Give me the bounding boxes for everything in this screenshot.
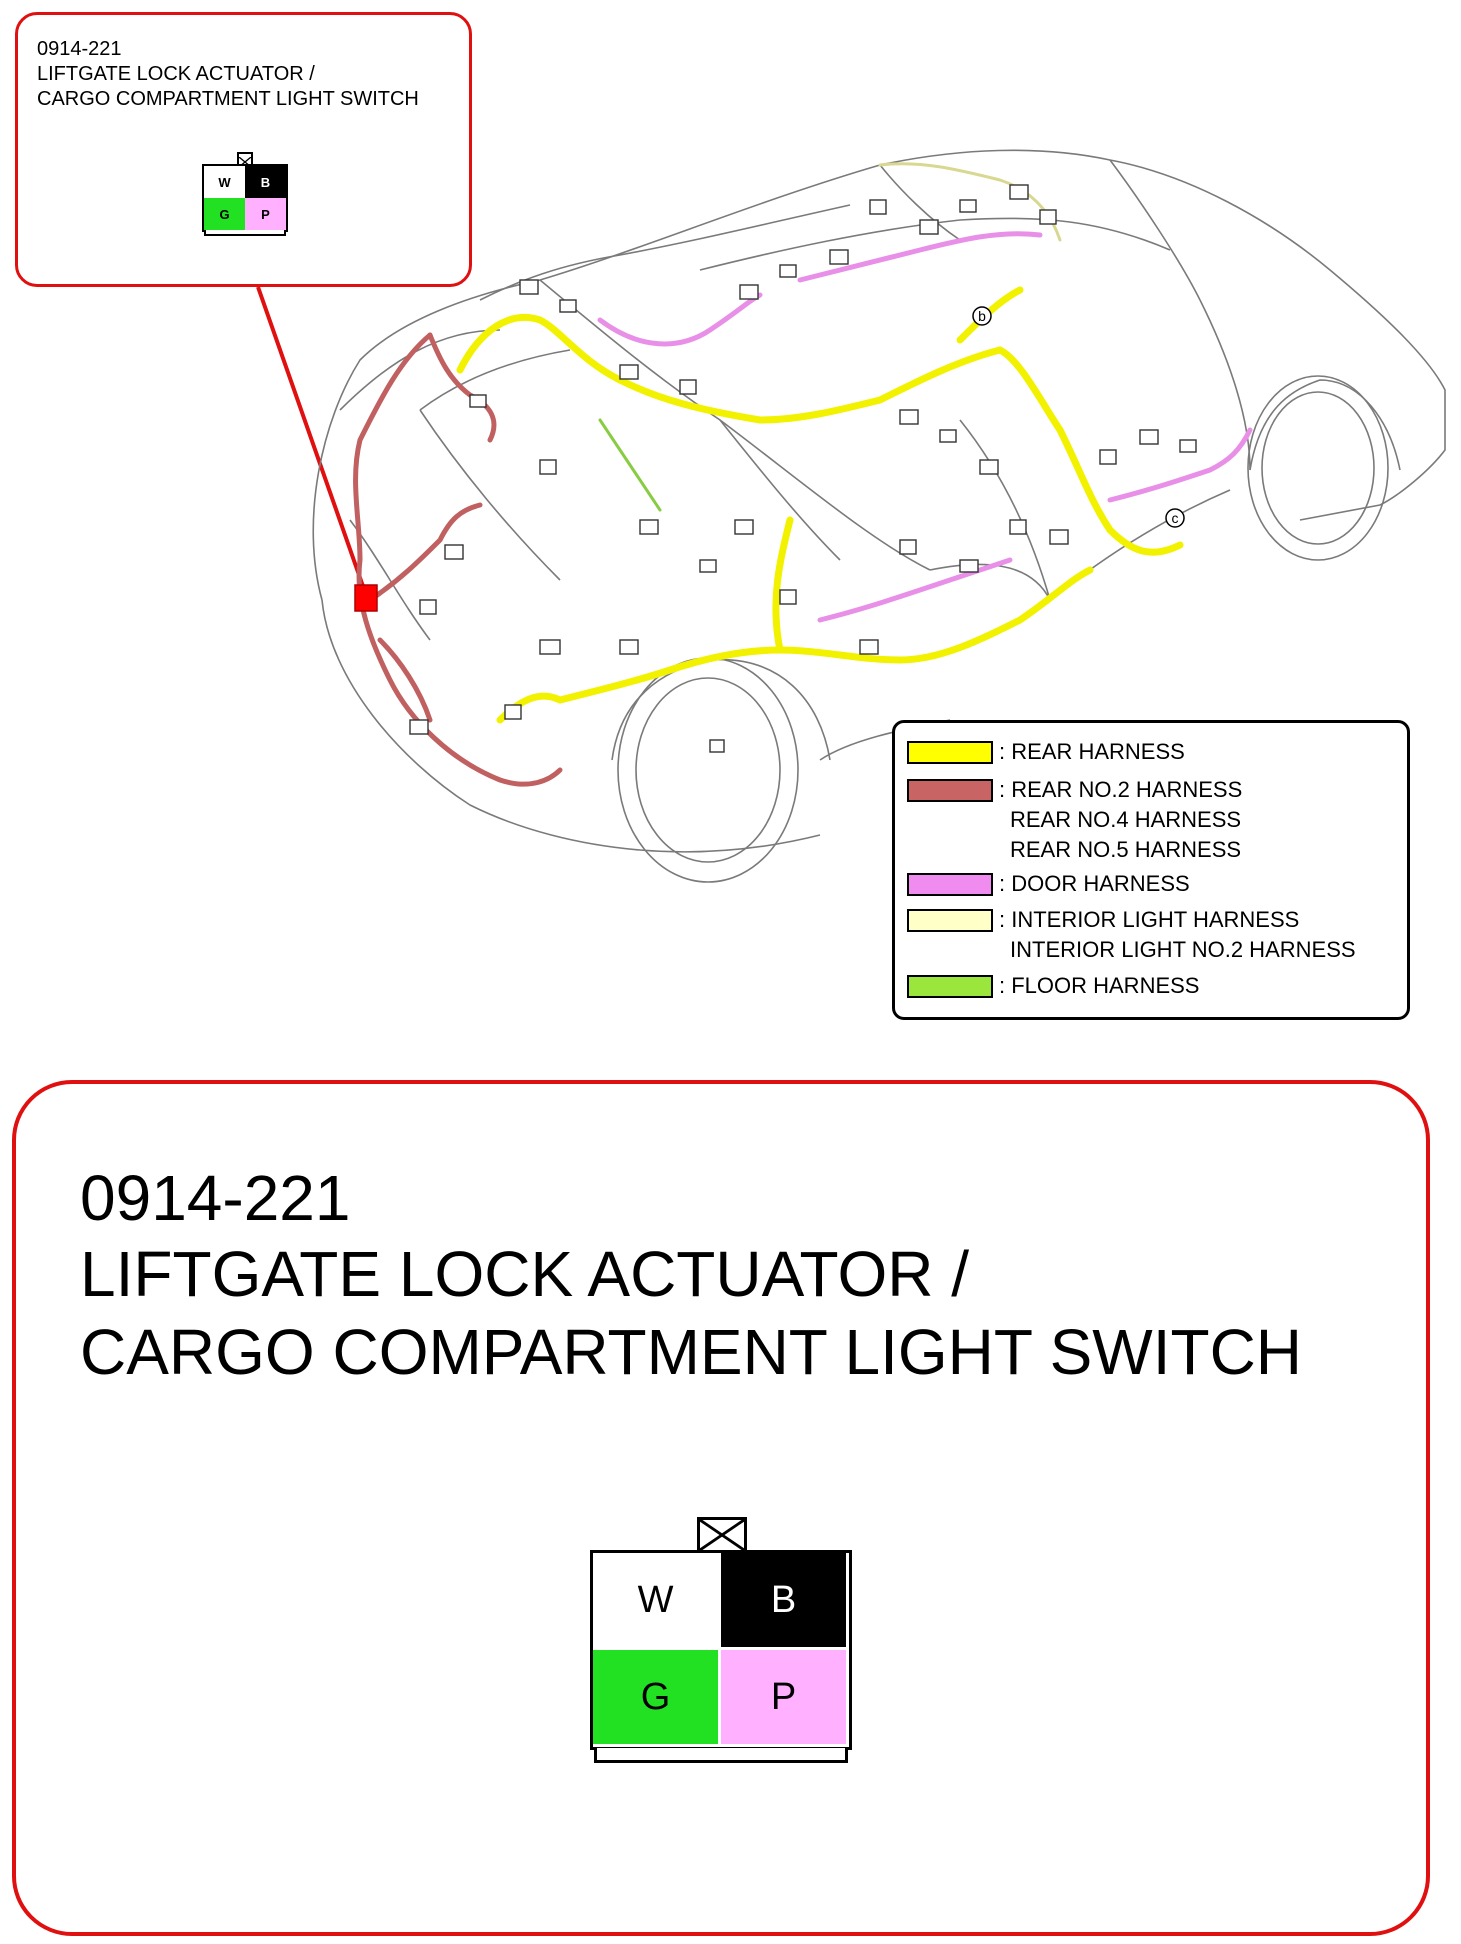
pin-g: G bbox=[593, 1650, 718, 1744]
harness-legend: : REAR HARNESS : REAR NO.2 HARNESS REAR … bbox=[892, 720, 1410, 1020]
legend-label-rear: : REAR HARNESS bbox=[999, 739, 1185, 764]
harness-connectors bbox=[409, 184, 1197, 753]
legend-swatch-interior-light bbox=[907, 909, 993, 932]
callout-leader-line bbox=[256, 286, 367, 593]
pin-w: W bbox=[593, 1553, 718, 1647]
connector-face-large: W B G P bbox=[590, 1517, 852, 1765]
connector-foot bbox=[594, 1748, 848, 1763]
pin-g: G bbox=[204, 198, 245, 230]
liftgate-connector-marker bbox=[354, 584, 378, 612]
connector-callout-small: 0914-221 LIFTGATE LOCK ACTUATOR / CARGO … bbox=[15, 12, 472, 287]
connector-title-line2-small: CARGO COMPARTMENT LIGHT SWITCH bbox=[37, 88, 419, 110]
legend-swatch-rear bbox=[907, 741, 993, 764]
connector-title-line2-large: CARGO COMPARTMENT LIGHT SWITCH bbox=[80, 1316, 1302, 1388]
connector-code-large: 0914-221 bbox=[80, 1162, 351, 1234]
pin-p: P bbox=[721, 1650, 846, 1744]
door-harness-runs bbox=[597, 231, 1253, 623]
pin-b: B bbox=[721, 1553, 846, 1647]
connector-callout-large: 0914-221 LIFTGATE LOCK ACTUATOR / CARGO … bbox=[12, 1080, 1430, 1936]
reference-marker-c: c bbox=[1165, 508, 1185, 528]
legend-label-rear-no4: REAR NO.4 HARNESS bbox=[1010, 807, 1242, 832]
pin-b: B bbox=[245, 166, 286, 198]
floor-harness-runs bbox=[598, 418, 662, 512]
pin-w: W bbox=[204, 166, 245, 198]
connector-title-line1-large: LIFTGATE LOCK ACTUATOR / bbox=[80, 1238, 970, 1310]
legend-swatch-door bbox=[907, 873, 993, 896]
connector-foot bbox=[204, 230, 286, 236]
legend-label-interior-light-no2: INTERIOR LIGHT NO.2 HARNESS bbox=[1010, 937, 1356, 962]
legend-swatch-rear-no2 bbox=[907, 779, 993, 802]
legend-label-rear-no5: REAR NO.5 HARNESS bbox=[1010, 837, 1242, 862]
reference-marker-b-label: b bbox=[978, 308, 986, 324]
legend-swatch-floor bbox=[907, 975, 993, 998]
legend-label-floor: : FLOOR HARNESS bbox=[999, 973, 1200, 998]
pin-p: P bbox=[245, 198, 286, 230]
rear-harness-runs bbox=[456, 286, 1184, 724]
reference-marker-b: b bbox=[972, 306, 992, 326]
reference-marker-c-label: c bbox=[1172, 510, 1179, 526]
connector-latch-icon bbox=[697, 1517, 747, 1553]
connector-code-small: 0914-221 bbox=[37, 38, 122, 60]
legend-label-interior-light: : INTERIOR LIGHT HARNESS bbox=[999, 907, 1300, 932]
connector-face-small: W B G P bbox=[202, 152, 288, 238]
vehicle-harness-diagram: b c bbox=[256, 149, 1446, 883]
connector-title-line1-small: LIFTGATE LOCK ACTUATOR / bbox=[37, 63, 315, 85]
legend-label-door: : DOOR HARNESS bbox=[999, 871, 1190, 896]
legend-label-rear-no2: : REAR NO.2 HARNESS bbox=[999, 777, 1243, 802]
